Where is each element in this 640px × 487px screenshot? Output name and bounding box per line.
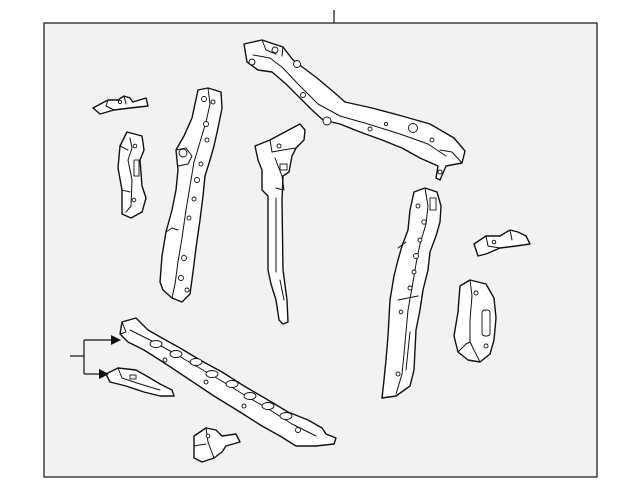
left-side-support — [159, 87, 223, 303]
callout-bracket — [70, 335, 121, 379]
lower-bracket — [105, 367, 175, 397]
upper-tie-bar — [243, 39, 466, 181]
left-upper-bracket — [92, 95, 149, 115]
right-inner-bracket — [453, 279, 497, 363]
right-side-support — [381, 187, 442, 399]
callout-arrow-lower — [99, 369, 109, 379]
left-inner-bracket — [117, 131, 147, 219]
small-bottom-bracket — [193, 427, 241, 463]
lower-tie-bar — [119, 317, 337, 447]
callout-arrow-upper — [111, 335, 121, 345]
right-upper-bracket — [473, 229, 531, 257]
hood-latch-support — [254, 123, 306, 325]
